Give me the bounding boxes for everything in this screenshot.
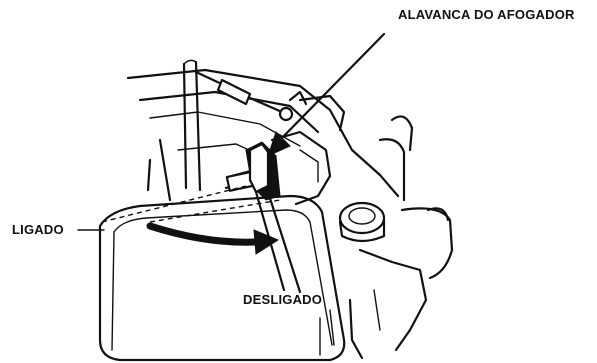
choke-rod — [184, 60, 200, 190]
on-position-label: LIGADO — [12, 222, 64, 237]
choke-lever — [246, 142, 300, 292]
off-position-label: DESLIGADO — [243, 292, 322, 307]
direction-arrow — [150, 226, 278, 254]
filler-cap — [340, 203, 384, 241]
air-cleaner-cover — [100, 186, 344, 360]
choke-lever-label: ALAVANCA DO AFOGADOR — [398, 7, 575, 22]
linkage-spring — [196, 72, 306, 120]
